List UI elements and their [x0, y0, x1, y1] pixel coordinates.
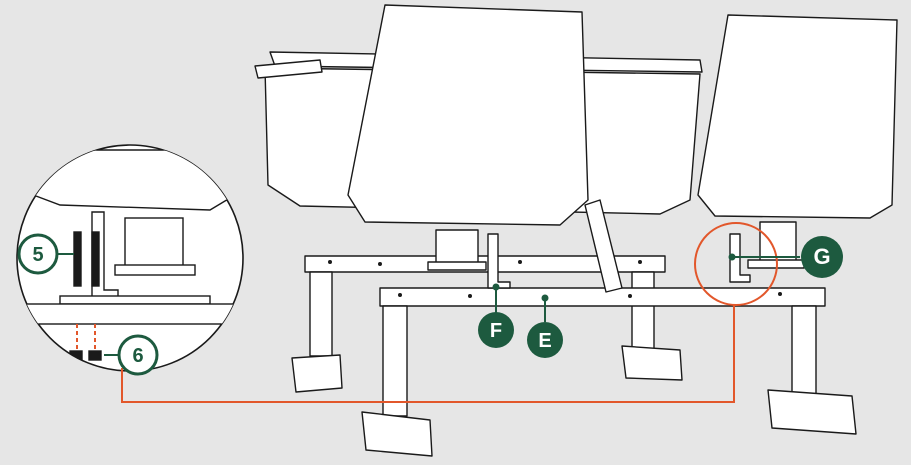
zoom-bolt-5b: [91, 231, 100, 287]
front-left-foot: [361, 411, 433, 457]
callout-g-label: G: [813, 244, 830, 269]
table-assembly: [254, 4, 898, 457]
front-right-foot: [767, 389, 857, 435]
right-bin-stem: [759, 221, 797, 263]
callout-6: 6: [117, 334, 159, 376]
back-right-leg: [631, 271, 655, 353]
zoom-nut-6b: [88, 350, 102, 361]
callout-f: F: [478, 312, 514, 348]
callout-5-label: 5: [32, 244, 43, 266]
zoom-plate: [59, 295, 211, 305]
zoom-rail: [17, 303, 243, 325]
zoom-dashed-guides: [76, 324, 96, 350]
left-bin-stem: [435, 229, 479, 265]
right-bin: [697, 14, 898, 219]
front-left-leg: [382, 305, 408, 417]
back-right-foot: [621, 345, 683, 381]
zoom-collar: [114, 264, 196, 276]
zoom-bolt-5a: [73, 231, 82, 287]
callout-6-label: 6: [132, 345, 143, 367]
callout-e: E: [527, 322, 563, 358]
rail-bolts: [328, 260, 782, 298]
diagonal-brace: [584, 199, 623, 293]
callout-g: G: [801, 236, 843, 278]
bracket-f: [487, 233, 511, 289]
left-bin: [347, 4, 589, 226]
back-trough-rail: [254, 59, 323, 79]
left-bin-collar: [427, 261, 487, 271]
front-right-leg: [791, 305, 817, 399]
detail-leader: [121, 305, 735, 403]
back-left-leg: [309, 271, 333, 357]
callout-e-label: E: [538, 330, 551, 352]
detail-ring: [694, 222, 778, 306]
front-rail: [379, 287, 826, 307]
zoom-stem: [124, 217, 184, 271]
callout-f-label: F: [490, 320, 502, 342]
back-left-foot: [291, 354, 343, 393]
callout-5: 5: [17, 233, 59, 275]
